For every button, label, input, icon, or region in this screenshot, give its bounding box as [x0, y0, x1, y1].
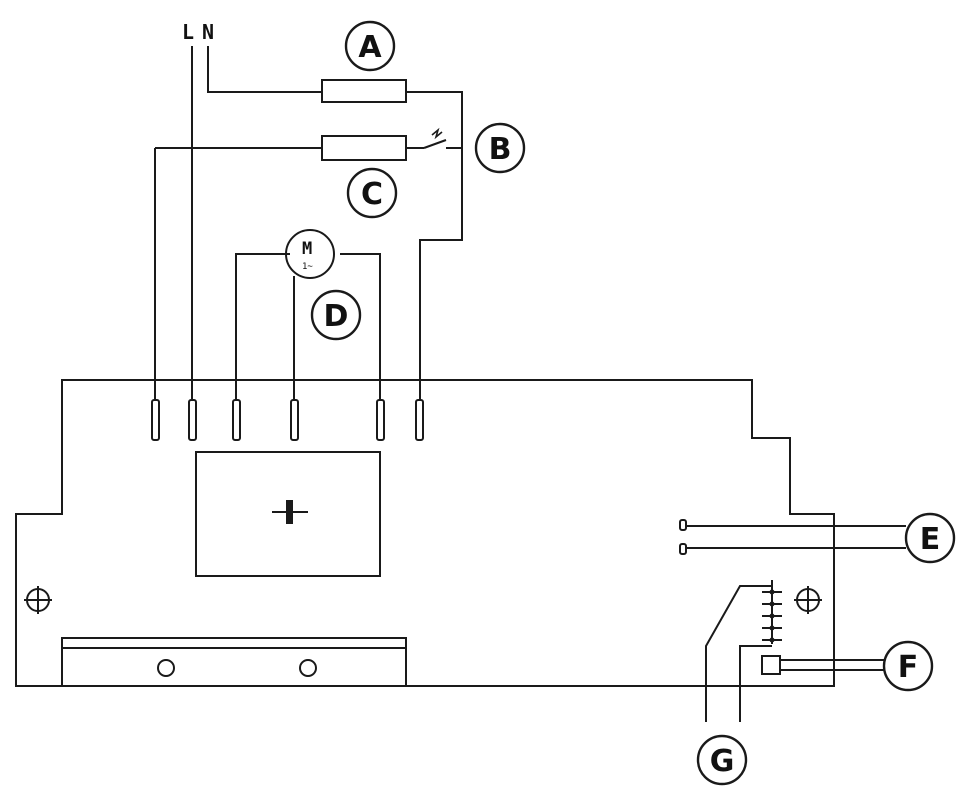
connector-e-pin-2 — [679, 543, 687, 555]
mains-label-n: N — [202, 20, 214, 44]
wire-n — [207, 46, 322, 93]
component-c — [321, 135, 407, 161]
callout-d: D — [310, 289, 362, 341]
svg-text:D: D — [324, 299, 349, 334]
callout-c: C — [346, 167, 398, 219]
callout-b: B — [474, 122, 526, 174]
connector-e-pin-1 — [679, 519, 687, 531]
wire-motor-right — [340, 253, 381, 400]
svg-text:F: F — [898, 650, 919, 685]
bottom-rail — [61, 637, 407, 687]
svg-text:C: C — [361, 177, 383, 212]
relay-block — [195, 451, 381, 577]
svg-text:B: B — [489, 132, 512, 167]
svg-text:G: G — [710, 744, 735, 779]
terminal-6 — [415, 399, 424, 441]
motor-symbol — [285, 229, 335, 279]
terminal-5 — [376, 399, 385, 441]
motor-label: M — [302, 239, 312, 259]
callout-a: A — [344, 20, 396, 72]
rail-hole-2 — [299, 659, 317, 677]
connector-g-header — [762, 580, 782, 644]
wire-motor-left — [235, 253, 290, 400]
rail-hole-1 — [157, 659, 175, 677]
mounting-hole-right — [794, 586, 822, 614]
board-terminals — [151, 399, 424, 441]
callout-e: E — [904, 512, 956, 564]
terminal-2 — [188, 399, 197, 441]
circuit-board — [15, 379, 835, 687]
switch-b-blade — [423, 139, 447, 149]
relay-mark-bar — [286, 500, 293, 524]
wire-g-1 — [705, 585, 772, 722]
wire-a-out — [406, 91, 463, 400]
terminal-1 — [151, 399, 160, 441]
svg-text:E: E — [920, 522, 941, 557]
mains-label-l: L — [182, 20, 194, 44]
terminal-4 — [290, 399, 299, 441]
svg-text:A: A — [358, 30, 382, 65]
callout-g: G — [696, 734, 748, 786]
terminal-3 — [232, 399, 241, 441]
component-a — [321, 79, 407, 103]
wire-g-2 — [739, 645, 772, 722]
switch-b-symbol — [431, 127, 443, 140]
callout-f: F — [882, 640, 934, 692]
component-f — [761, 655, 781, 675]
mounting-hole-left — [24, 586, 52, 614]
motor-sub-label: 1~ — [302, 262, 313, 272]
